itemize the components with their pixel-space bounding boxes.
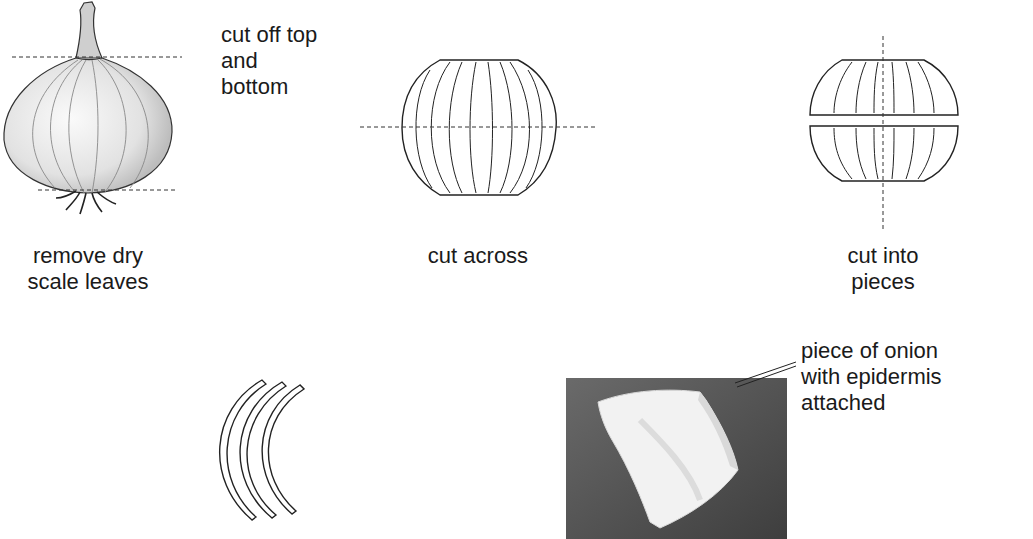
onion-photo <box>566 378 787 539</box>
callout-label: piece of onion with epidermis attached <box>801 338 961 416</box>
cut-line <box>883 36 884 232</box>
step-label: cut off top and bottom <box>221 22 321 100</box>
cut-line <box>360 127 596 128</box>
whole-onion <box>4 2 172 214</box>
cut-line <box>12 57 182 58</box>
onion-pieces <box>220 380 304 520</box>
onion-halves <box>810 60 958 181</box>
leader-line <box>735 362 796 387</box>
step-label: cut across <box>398 243 558 269</box>
step-label: remove dry scale leaves <box>18 243 158 295</box>
step-label: cut into pieces <box>828 243 938 295</box>
cut-line <box>38 190 178 191</box>
